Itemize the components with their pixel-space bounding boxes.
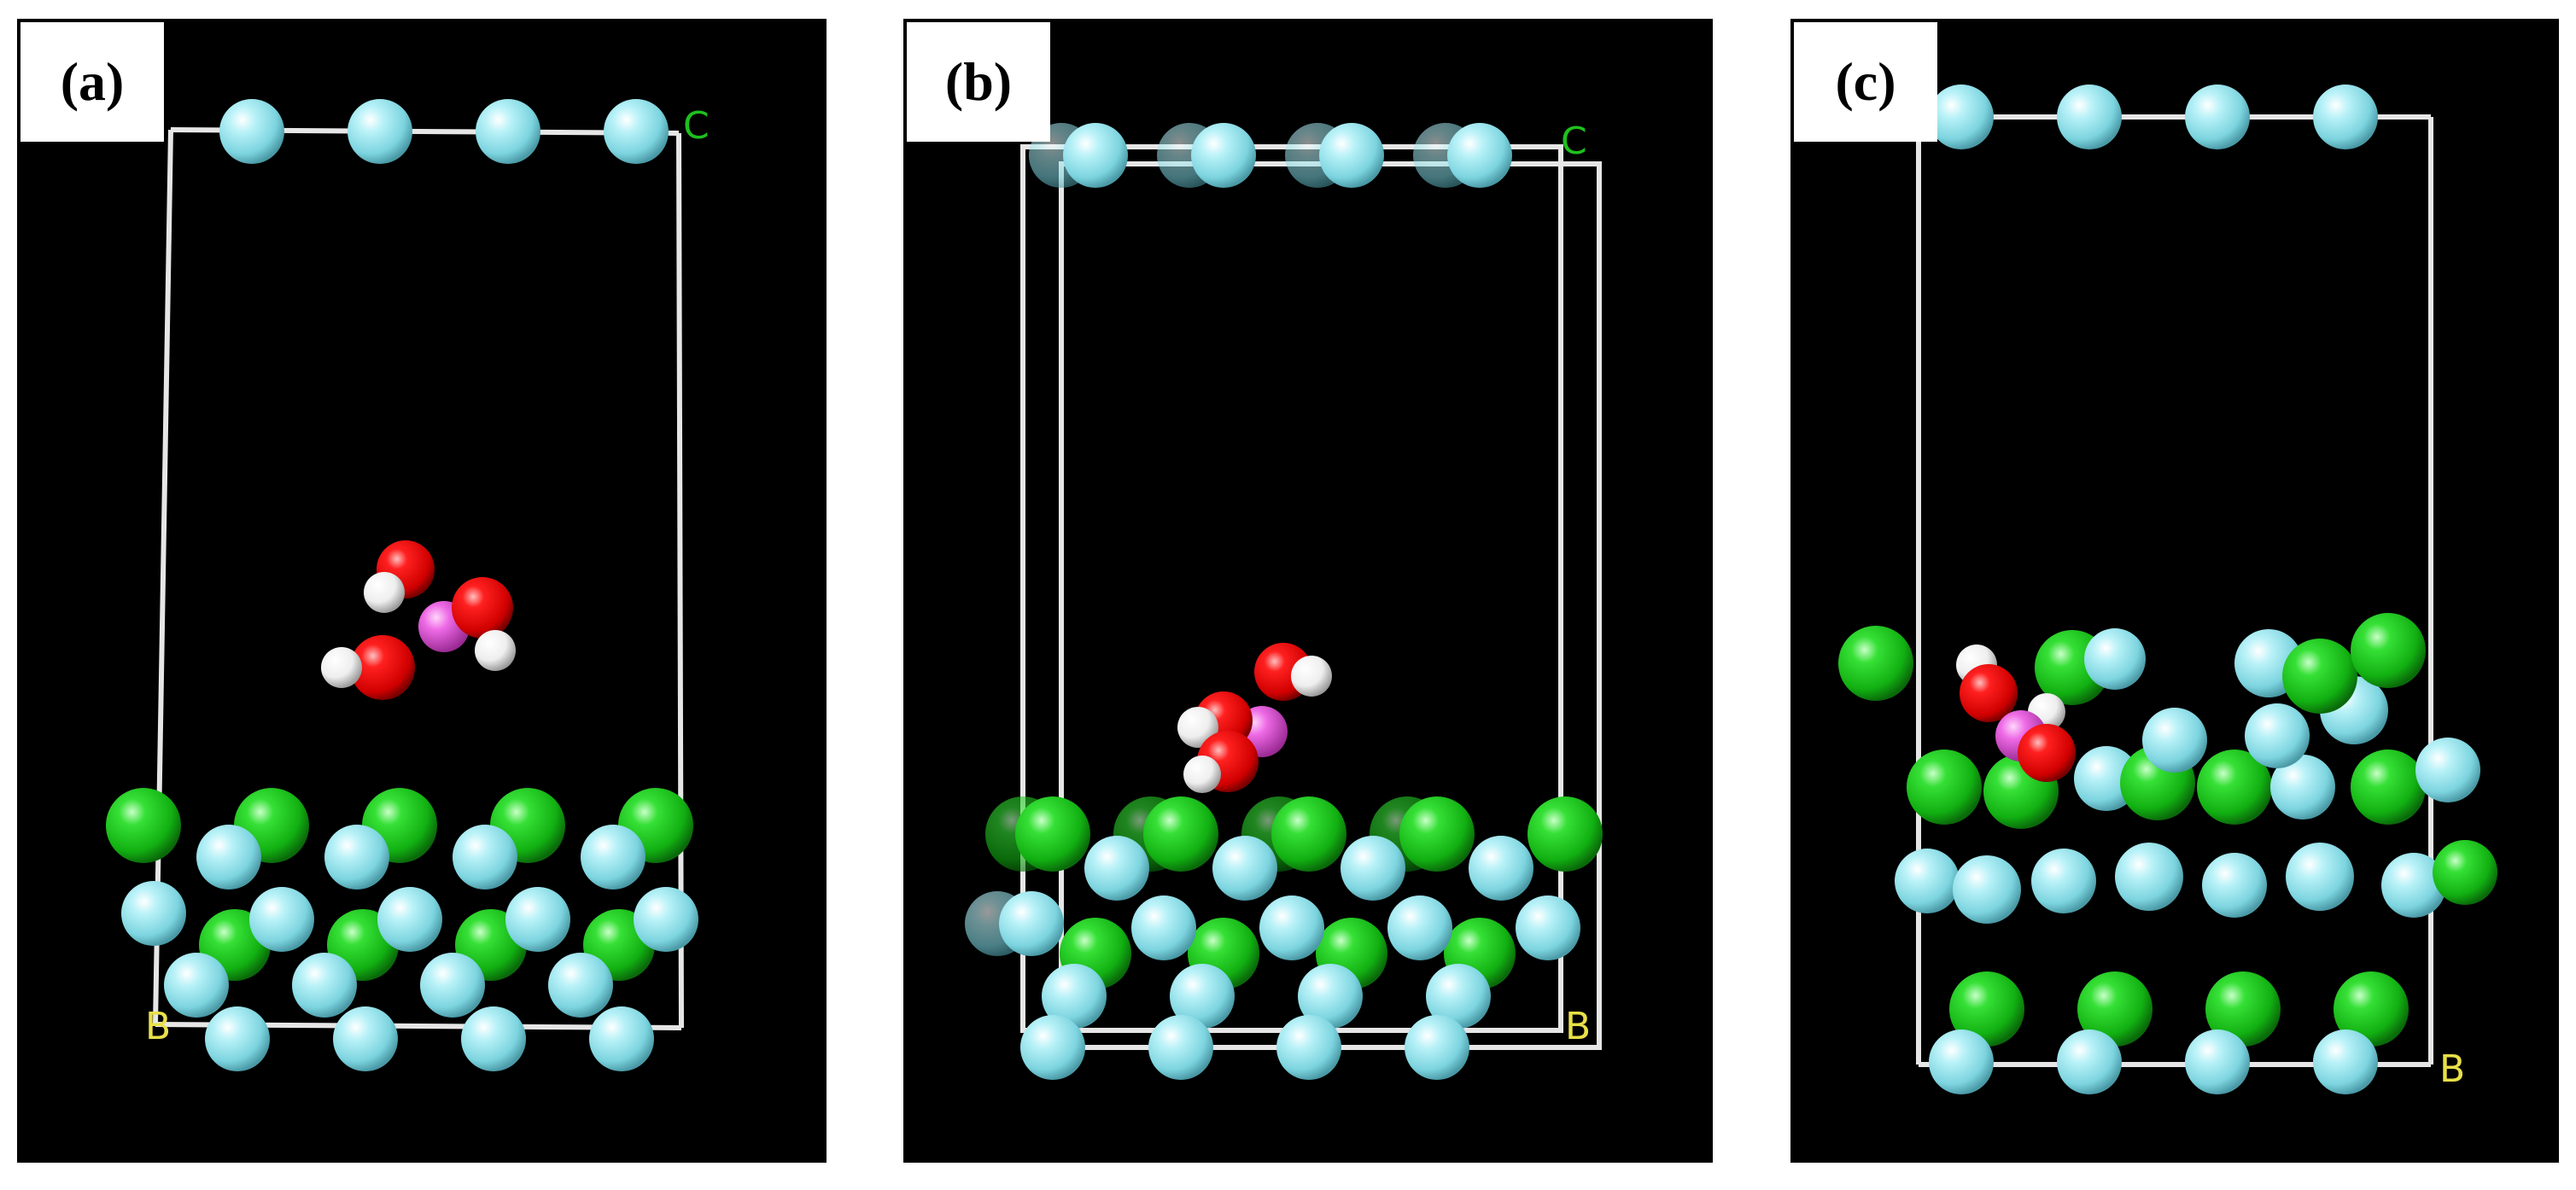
- surface-atoms: [106, 788, 698, 1071]
- panel-label-c: (c): [1794, 22, 1937, 142]
- top-layer-atoms: [219, 99, 669, 164]
- top-layer-atoms: [1029, 123, 1512, 188]
- adsorbate-molecule: [1956, 645, 2076, 782]
- structure-b-image: C B: [965, 120, 1603, 1080]
- panel-a: C B (a): [17, 19, 827, 1163]
- axis-c-label: C: [683, 104, 710, 148]
- axis-b-label: B: [2439, 1047, 2465, 1091]
- axis-b-label: B: [145, 1005, 171, 1048]
- adsorbate-molecule: [1177, 643, 1332, 793]
- axis-b-label: B: [1565, 1005, 1591, 1048]
- surface-atoms: [965, 796, 1603, 1080]
- adsorbate-molecule: [321, 540, 516, 700]
- surface-atoms: [1838, 613, 2497, 1094]
- axis-c-label: C: [1561, 120, 1587, 163]
- panel-label-a: (a): [20, 22, 164, 142]
- panel-b: C B (b): [903, 19, 1713, 1163]
- structure-a-image: C B: [106, 99, 710, 1071]
- panel-c: B (c): [1790, 19, 2559, 1163]
- structure-c-image: B: [1838, 85, 2497, 1094]
- top-layer-atoms: [1929, 85, 2378, 149]
- panel-label-b: (b): [907, 22, 1050, 142]
